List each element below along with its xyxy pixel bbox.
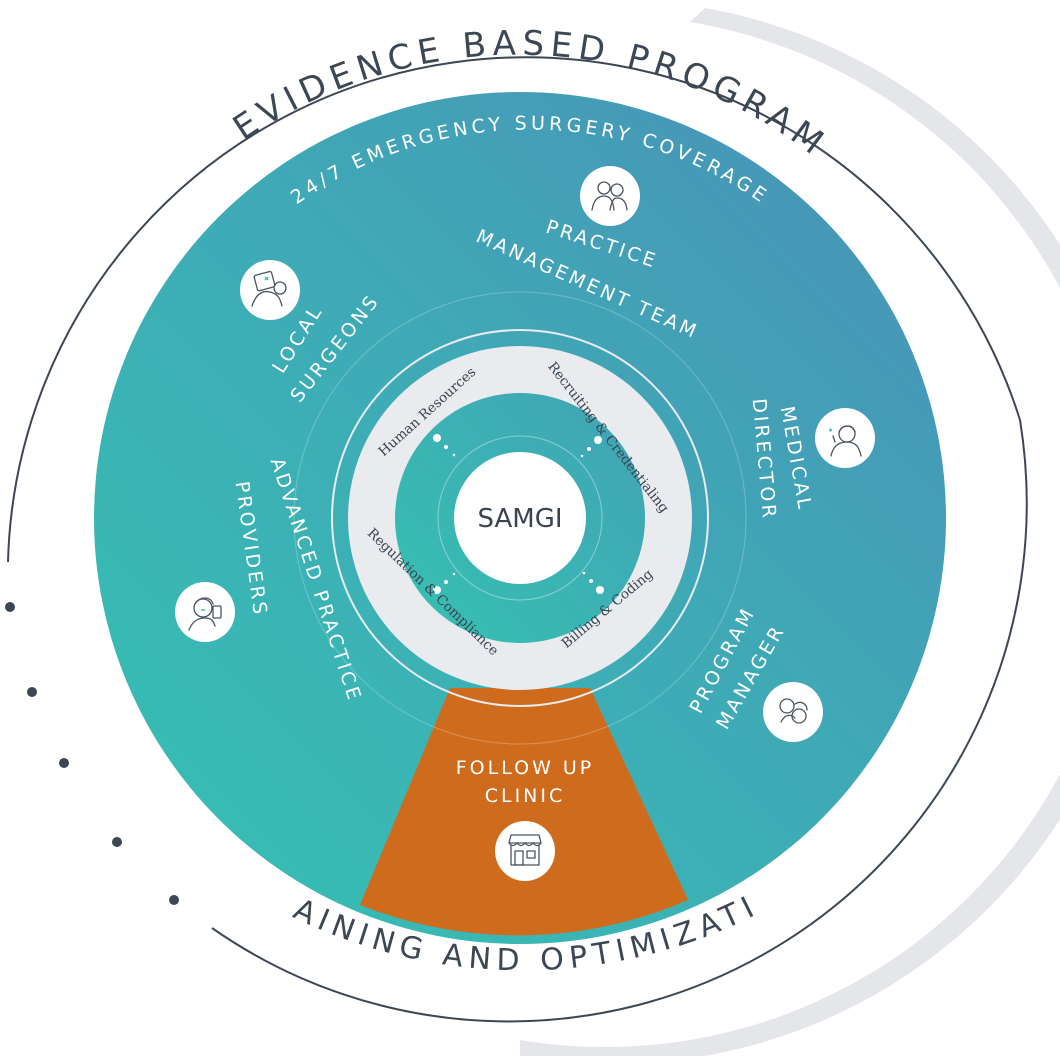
- core-label: SAMGI: [477, 504, 562, 534]
- provider-icon: [175, 582, 235, 642]
- doctor-icon: [815, 408, 875, 468]
- inner-ring-outline: [331, 329, 709, 707]
- storefront-icon: [495, 821, 555, 881]
- core-outline: [437, 435, 603, 601]
- handshake-icon: [763, 682, 823, 742]
- clinic-line1: FOLLOW UP: [456, 757, 595, 779]
- surgeon-icon: [240, 260, 300, 320]
- outer-ring-line: [7, 56, 1021, 563]
- follow-up-clinic-wedge[interactable]: [360, 688, 688, 936]
- inner-dot-markers: [433, 434, 604, 594]
- core-disc[interactable]: [454, 452, 586, 584]
- faint-ring: [293, 291, 747, 745]
- outer-ring-line-bottom: [211, 419, 1028, 1023]
- segment-follow-up-clinic[interactable]: FOLLOW UP CLINIC: [456, 757, 595, 807]
- team-icon: [580, 166, 640, 226]
- clinic-line2: CLINIC: [485, 785, 566, 807]
- decorative-dots: [5, 602, 179, 905]
